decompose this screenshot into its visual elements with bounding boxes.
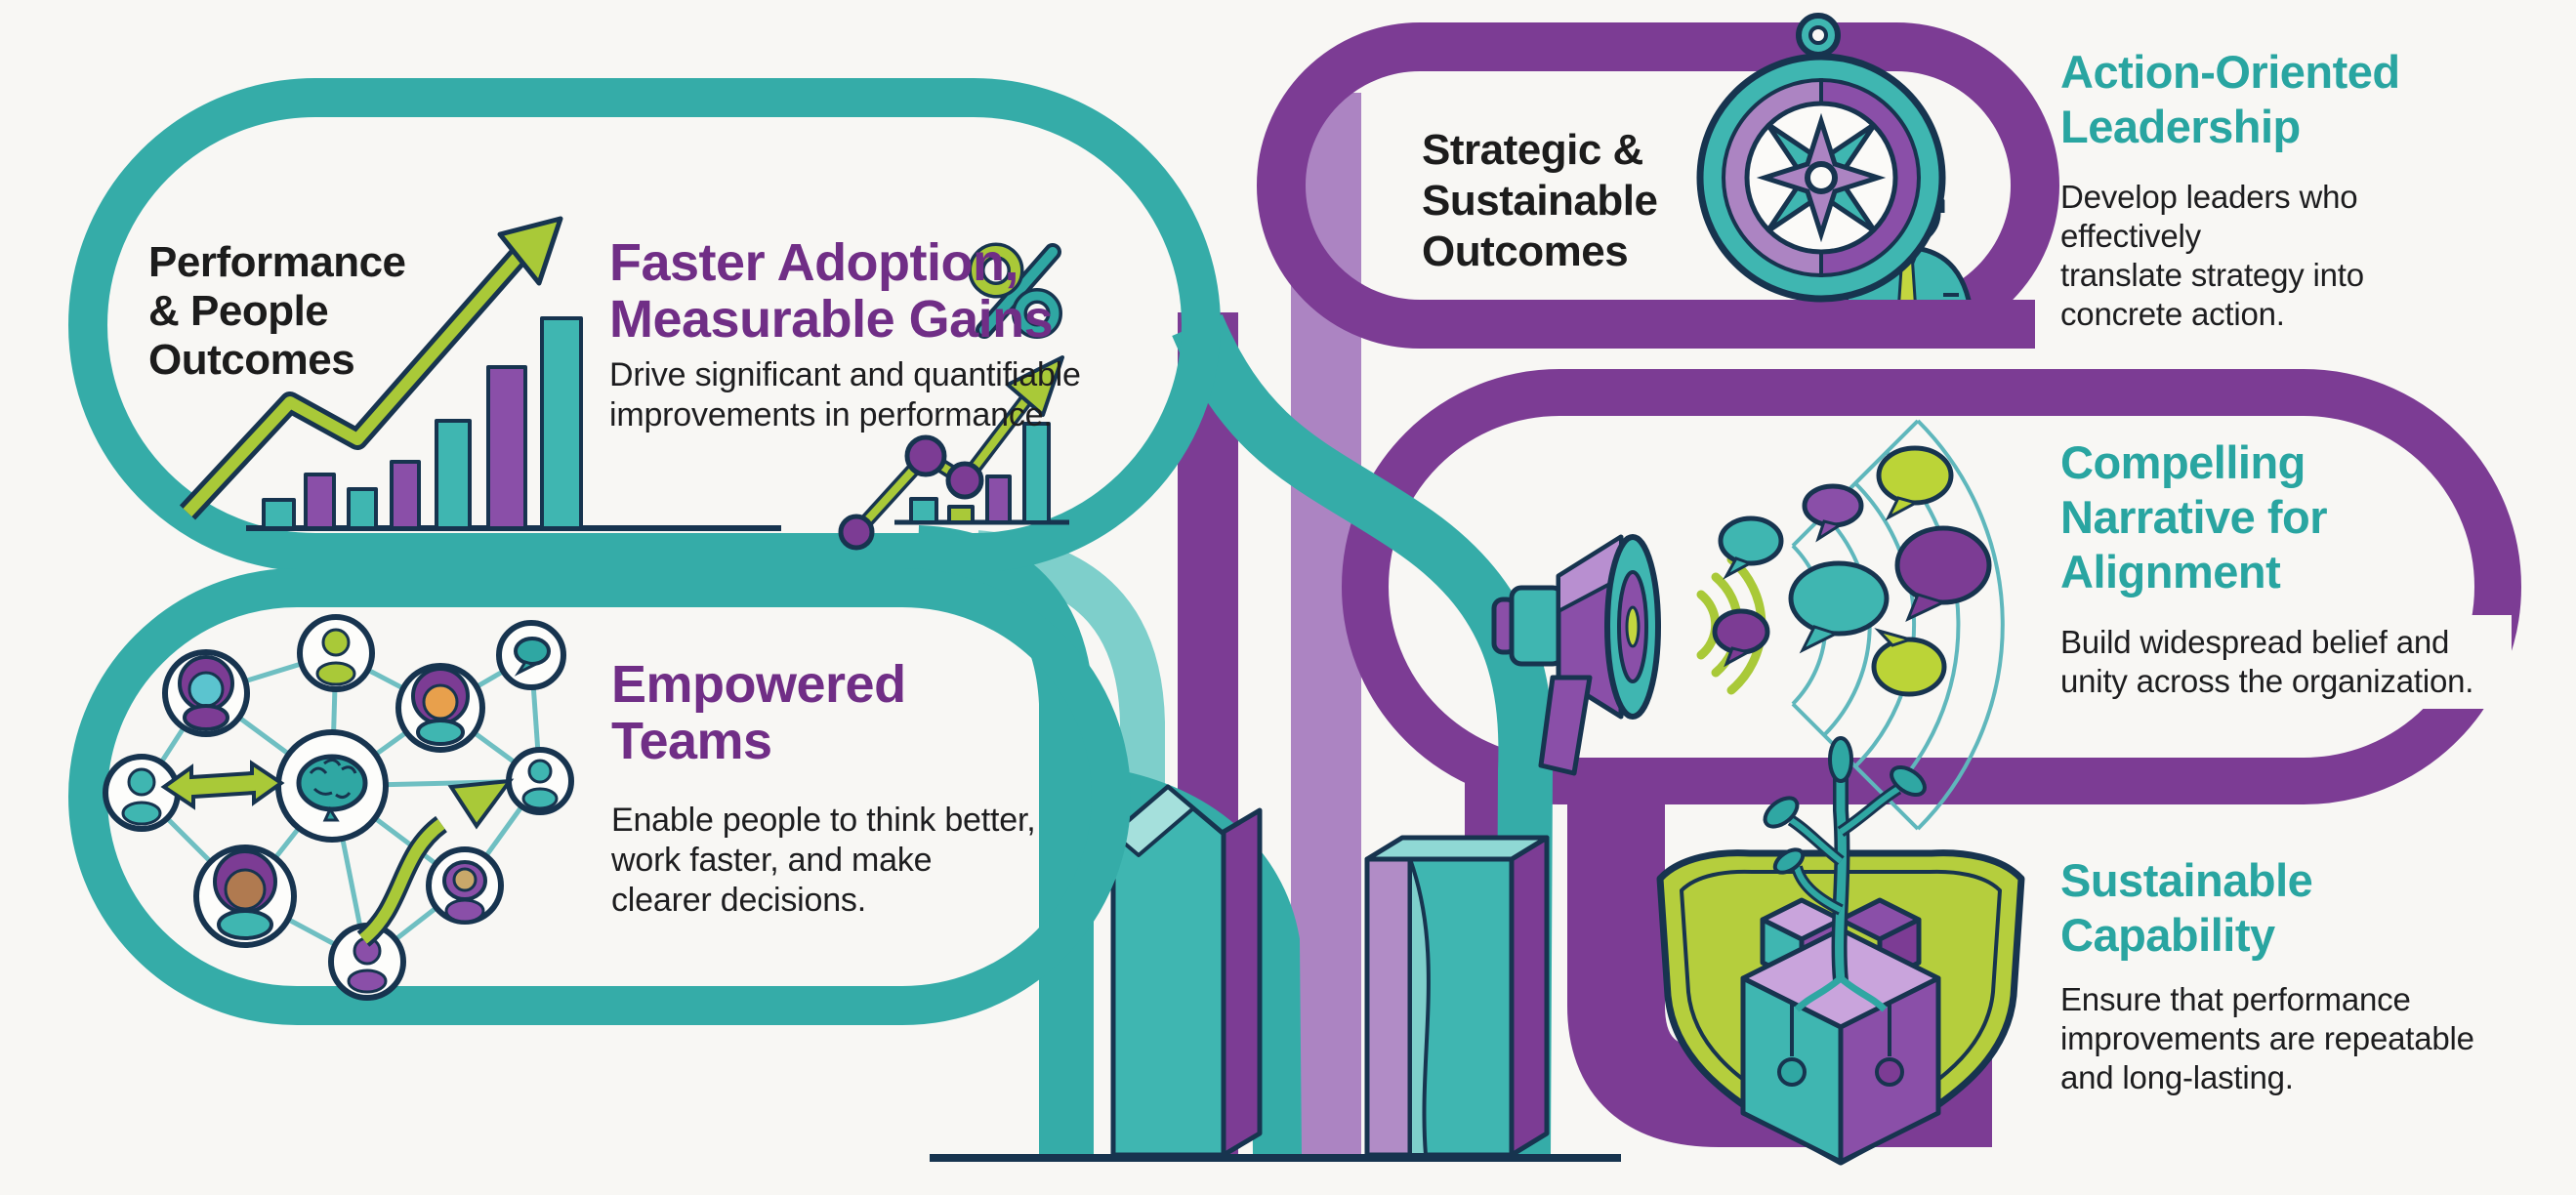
sustainable-capability-description: Ensure that performance improvements are…	[2060, 981, 2474, 1095]
sustainable-capability-heading: Sustainable Capability	[2060, 854, 2313, 961]
growth-columns-illustration	[930, 784, 1621, 1162]
sapling-icon	[1763, 736, 1927, 1012]
empowered-teams-description: Enable people to think better, work fast…	[611, 802, 1036, 919]
speech-bubbles	[1712, 445, 1992, 697]
strategic-pill-outline	[1257, 22, 2059, 349]
performance-outcomes-title: Performance & People Outcomes	[148, 238, 406, 384]
exchange-arrow-icon	[160, 760, 285, 810]
performance-pill-outline	[68, 78, 1221, 572]
capability-flow-band	[1567, 776, 1992, 1147]
megaphone-broadcast-icon	[1491, 419, 2005, 831]
sustainable-capability-icon	[1656, 736, 2025, 1166]
line-chart-icon	[838, 355, 1069, 551]
teams-pill-outline	[68, 568, 1131, 1025]
brain-node	[275, 729, 389, 843]
megaphone-body	[1491, 534, 1661, 776]
narrative-pill-outline	[1342, 369, 2521, 804]
puzzle-cube-icon	[1740, 897, 1941, 1165]
curved-arrow-icon	[356, 778, 515, 947]
bar-chart-growth-icon	[179, 216, 781, 531]
compass-icon	[1696, 13, 1946, 303]
compelling-narrative-heading: Compelling Narrative for Alignment	[2060, 436, 2328, 598]
faster-adoption-heading: Faster Adoption, Measurable Gains	[609, 233, 1054, 349]
action-leadership-description: Develop leaders who effectively translat…	[2060, 179, 2364, 332]
strategic-outcomes-title: Strategic & Sustainable Outcomes	[1422, 126, 1658, 275]
compelling-narrative-description: Build widespread belief and unity across…	[2049, 615, 2512, 709]
percent-icon	[968, 242, 1062, 339]
network-nodes	[103, 614, 574, 1001]
empowered-teams-heading: Empowered Teams	[611, 655, 906, 770]
faster-adoption-description: Drive significant and quantifiable impro…	[609, 356, 1081, 433]
action-leadership-heading: Action-Oriented Leadership	[2060, 46, 2400, 152]
team-network-icon	[103, 614, 574, 1001]
